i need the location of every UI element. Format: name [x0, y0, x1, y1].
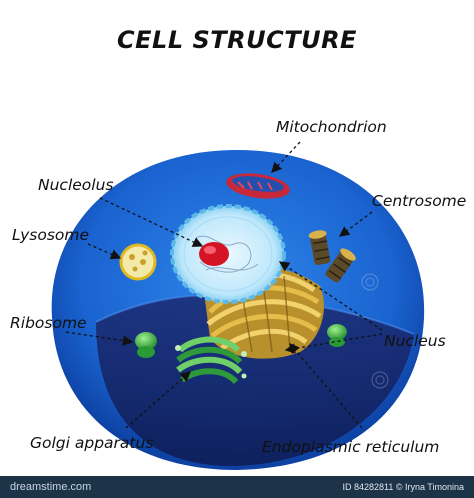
page-title: CELL STRUCTURE	[117, 26, 357, 54]
leader-lines	[65, 141, 383, 429]
leader-nucleus-1	[278, 261, 383, 331]
label-lysosome: Lysosome	[12, 226, 90, 244]
nucleus	[170, 204, 286, 304]
watermark-swirls	[95, 151, 389, 389]
centrosome	[308, 230, 356, 283]
label-golgi-apparatus: Golgi apparatus	[30, 434, 154, 452]
nucleolus	[199, 242, 229, 266]
ribosome	[135, 332, 157, 358]
ribosome-secondary	[327, 324, 347, 347]
label-nucleus: Nucleus	[384, 332, 446, 350]
label-ribosome: Ribosome	[10, 314, 87, 332]
watermark-site: dreamstime.com	[10, 481, 92, 493]
label-mitochondrion: Mitochondrion	[276, 118, 387, 136]
label-endoplasmic-reticulum: Endoplasmic reticulum	[262, 438, 440, 456]
stock-id: ID 84282811 © Iryna Timonina	[342, 482, 464, 492]
leader-nucleolus	[99, 197, 204, 247]
mitochondrion	[226, 173, 290, 199]
leader-mitochondrion	[271, 141, 301, 173]
stock-footer: dreamstime.com ID 84282811 © Iryna Timon…	[0, 476, 474, 498]
leader-golgi	[125, 371, 191, 429]
label-nucleolus: Nucleolus	[38, 176, 114, 194]
leader-centrosome	[338, 211, 373, 237]
leader-nucleus-2	[284, 333, 383, 354]
lysosome	[119, 243, 157, 281]
leader-ribosome	[65, 331, 134, 346]
label-centrosome: Centrosome	[372, 192, 467, 210]
leader-er	[289, 343, 363, 429]
